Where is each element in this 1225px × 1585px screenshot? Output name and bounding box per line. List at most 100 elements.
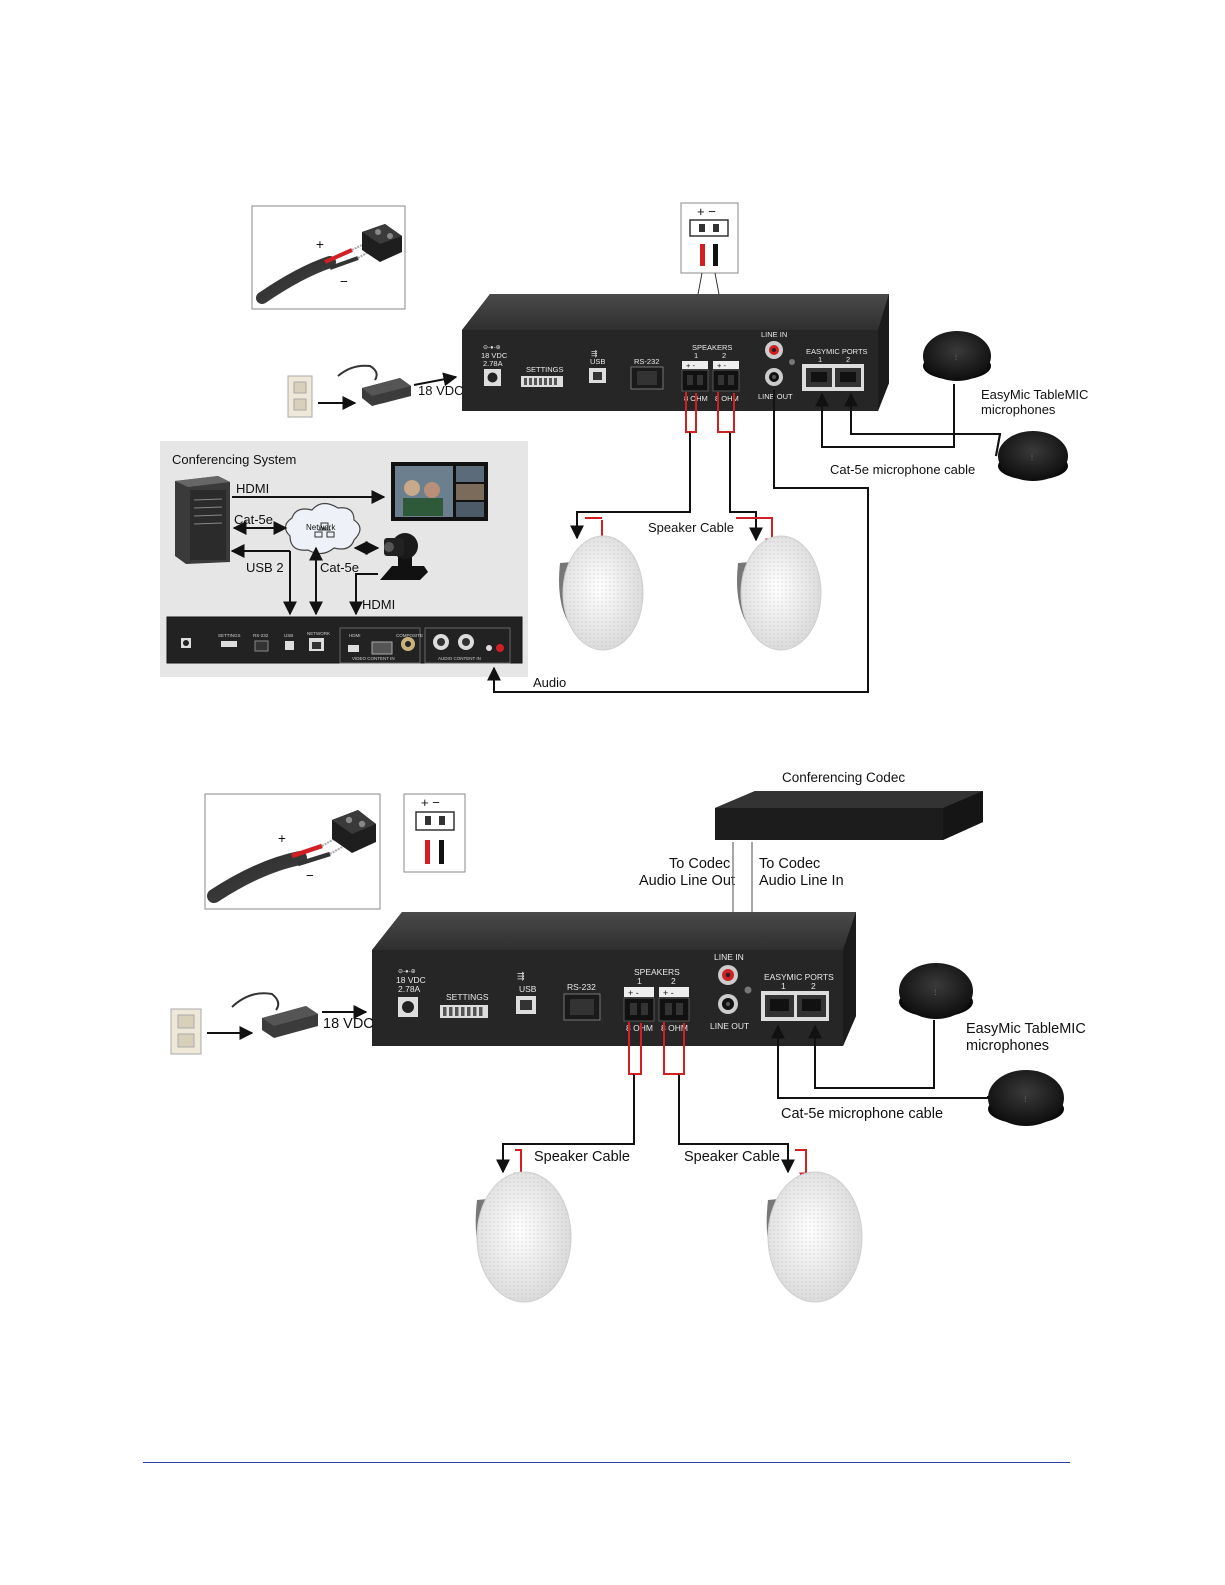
ptz-camera-icon (380, 533, 428, 580)
svg-text:EASYMIC PORTS: EASYMIC PORTS (764, 972, 834, 982)
speaker-cable-label-left: Speaker Cable (534, 1149, 630, 1165)
power-label-18vdc-2: 18 VDC (323, 1016, 374, 1032)
settings-dip-switch: SETTINGS (521, 365, 564, 387)
svg-text:⊖-●-⊕: ⊖-●-⊕ (483, 345, 501, 351)
mics-label-line2: microphones (981, 402, 1056, 417)
svg-text:NETWORK: NETWORK (307, 631, 330, 636)
svg-text:SPEAKERS: SPEAKERS (634, 967, 680, 977)
svg-text:2.78A: 2.78A (483, 359, 503, 368)
svg-text:COMPOSITE: COMPOSITE (396, 633, 423, 638)
dc-power-jack: ⊖-●-⊕ 18 VDC 2.78A (481, 345, 508, 386)
conferencing-system-title: Conferencing System (172, 452, 296, 467)
svg-text:⋮: ⋮ (932, 989, 939, 996)
svg-text:AUDIO CONTENT IN: AUDIO CONTENT IN (438, 656, 481, 661)
svg-text:USB: USB (590, 357, 605, 366)
plus-sign: + (316, 237, 324, 252)
ceiling-speaker-1 (559, 535, 644, 651)
conferencing-system-panel: Conferencing System HDMI Net (160, 441, 528, 677)
tablemic-microphone-1: ⋮ (923, 331, 991, 381)
svg-text:⋮: ⋮ (1029, 455, 1035, 461)
power-supply: 18 VDC (287, 364, 464, 418)
svg-text:2: 2 (722, 351, 726, 360)
svg-text:HDMI: HDMI (349, 633, 361, 638)
svg-text:LINE OUT: LINE OUT (758, 392, 793, 401)
dc-power-jack-2: ⊖-●-⊕ 18 VDC 2.78A (396, 969, 426, 1017)
svg-text:LINE IN: LINE IN (761, 330, 787, 339)
cat5e-label-left: Cat-5e (234, 512, 273, 527)
svg-text:LINE OUT: LINE OUT (710, 1021, 749, 1031)
power-label-18vdc: 18 VDC (418, 383, 464, 398)
audio-label: Audio (533, 675, 566, 690)
wire-terminal-inset: + − (251, 205, 406, 310)
speaker-cable-label: Speaker Cable (648, 520, 734, 535)
audio-amplifier-device: ⊖-●-⊕ 18 VDC 2.78A SETTINGS ⇶ USB RS-232 (462, 294, 889, 411)
polarity-inset-2: + − (403, 793, 466, 873)
svg-text:RS-232: RS-232 (253, 633, 269, 638)
tablemic-microphone-3: ⋮ (899, 963, 973, 1019)
mics-label-line2-2: microphones (966, 1038, 1049, 1054)
tablemic-microphone-4: ⋮ (988, 1070, 1064, 1126)
svg-text:VIDEO CONTENT IN: VIDEO CONTENT IN (352, 656, 395, 661)
to-codec-out-2: Audio Line Out (639, 873, 735, 889)
minus-sign: − (340, 274, 348, 289)
svg-text:1: 1 (781, 981, 786, 991)
ceiling-speaker-4 (766, 1171, 863, 1303)
svg-text:⋮: ⋮ (1022, 1096, 1029, 1103)
rs232-port-2: RS-232 (563, 982, 601, 1021)
mics-label-line1-2: EasyMic TableMIC (966, 1021, 1086, 1037)
svg-text:SETTINGS: SETTINGS (218, 633, 241, 638)
power-supply-2: 18 VDC (170, 992, 374, 1055)
svg-text:RS-232: RS-232 (567, 982, 596, 992)
ceiling-speaker-2 (737, 535, 822, 651)
to-codec-out-1: To Codec (669, 856, 730, 872)
svg-text:8 OHM: 8 OHM (661, 1023, 688, 1033)
hdmi-label-bottom: HDMI (362, 597, 395, 612)
diagram-2: + − + − Conferencing Codec To Codec Audi… (170, 770, 1086, 1303)
footer-rule (143, 1462, 1070, 1463)
line-in-out-jacks-2: LINE IN LINE OUT (710, 952, 752, 1031)
svg-text:SETTINGS: SETTINGS (526, 365, 564, 374)
svg-text:2: 2 (811, 981, 816, 991)
to-codec-in-1: To Codec (759, 856, 820, 872)
svg-text:2: 2 (846, 355, 850, 364)
mic-cable-label-2: Cat-5e microphone cable (781, 1106, 943, 1122)
easymic-ports: EASYMIC PORTS 1 2 (802, 347, 868, 391)
svg-text:+ -: + - (628, 988, 639, 998)
svg-text:+ -: + - (717, 361, 726, 370)
svg-text:1: 1 (818, 355, 822, 364)
svg-text:EASYMIC PORTS: EASYMIC PORTS (806, 347, 868, 356)
mics-label-line1: EasyMic TableMIC (981, 387, 1088, 402)
conferencing-codec-device (715, 791, 983, 840)
svg-text:⇶: ⇶ (591, 349, 598, 358)
settings-dip-switch-2: SETTINGS (440, 992, 489, 1018)
svg-text:+ -: + - (663, 988, 674, 998)
svg-text:RS-232: RS-232 (634, 357, 659, 366)
codec-title: Conferencing Codec (782, 770, 905, 785)
tablemic-microphone-2: ⋮ (998, 431, 1068, 481)
rs232-port: RS-232 (630, 357, 664, 390)
usb2-label: USB 2 (246, 560, 284, 575)
terminal-block-icon-2 (332, 810, 376, 853)
easymic-ports-2: EASYMIC PORTS 1 2 (761, 972, 834, 1021)
plus-sign-2: + (278, 831, 286, 846)
svg-text:USB: USB (519, 984, 537, 994)
svg-text:8 OHM: 8 OHM (626, 1023, 653, 1033)
svg-text:1: 1 (694, 351, 698, 360)
svg-text:⋮: ⋮ (953, 355, 959, 361)
line-in-out-jacks: LINE IN LINE OUT (758, 330, 795, 401)
hdmi-label-top: HDMI (236, 481, 269, 496)
usb-port-2: ⇶ USB (516, 971, 537, 1014)
svg-text:8 OHM: 8 OHM (715, 394, 739, 403)
network-label: Network (306, 523, 336, 532)
svg-text:18 VDC: 18 VDC (481, 351, 508, 360)
speaker-outputs-2: SPEAKERS 1 2 + -+ - 8 OHM 8 OHM (623, 967, 690, 1033)
svg-text:⊖-●-⊕: ⊖-●-⊕ (398, 969, 416, 975)
svg-text:2: 2 (671, 976, 676, 986)
wire-terminal-inset-2: + − (204, 793, 381, 910)
svg-text:2.78A: 2.78A (398, 984, 421, 994)
audio-amplifier-device-2: ⊖-●-⊕ 18 VDC 2.78A SETTINGS ⇶ USB RS-232 (372, 912, 856, 1046)
diagram-1: + − + − ⊖-●-⊕ 18 VDC 2.78A (160, 202, 1088, 693)
mic-cable-label: Cat-5e microphone cable (830, 462, 975, 477)
